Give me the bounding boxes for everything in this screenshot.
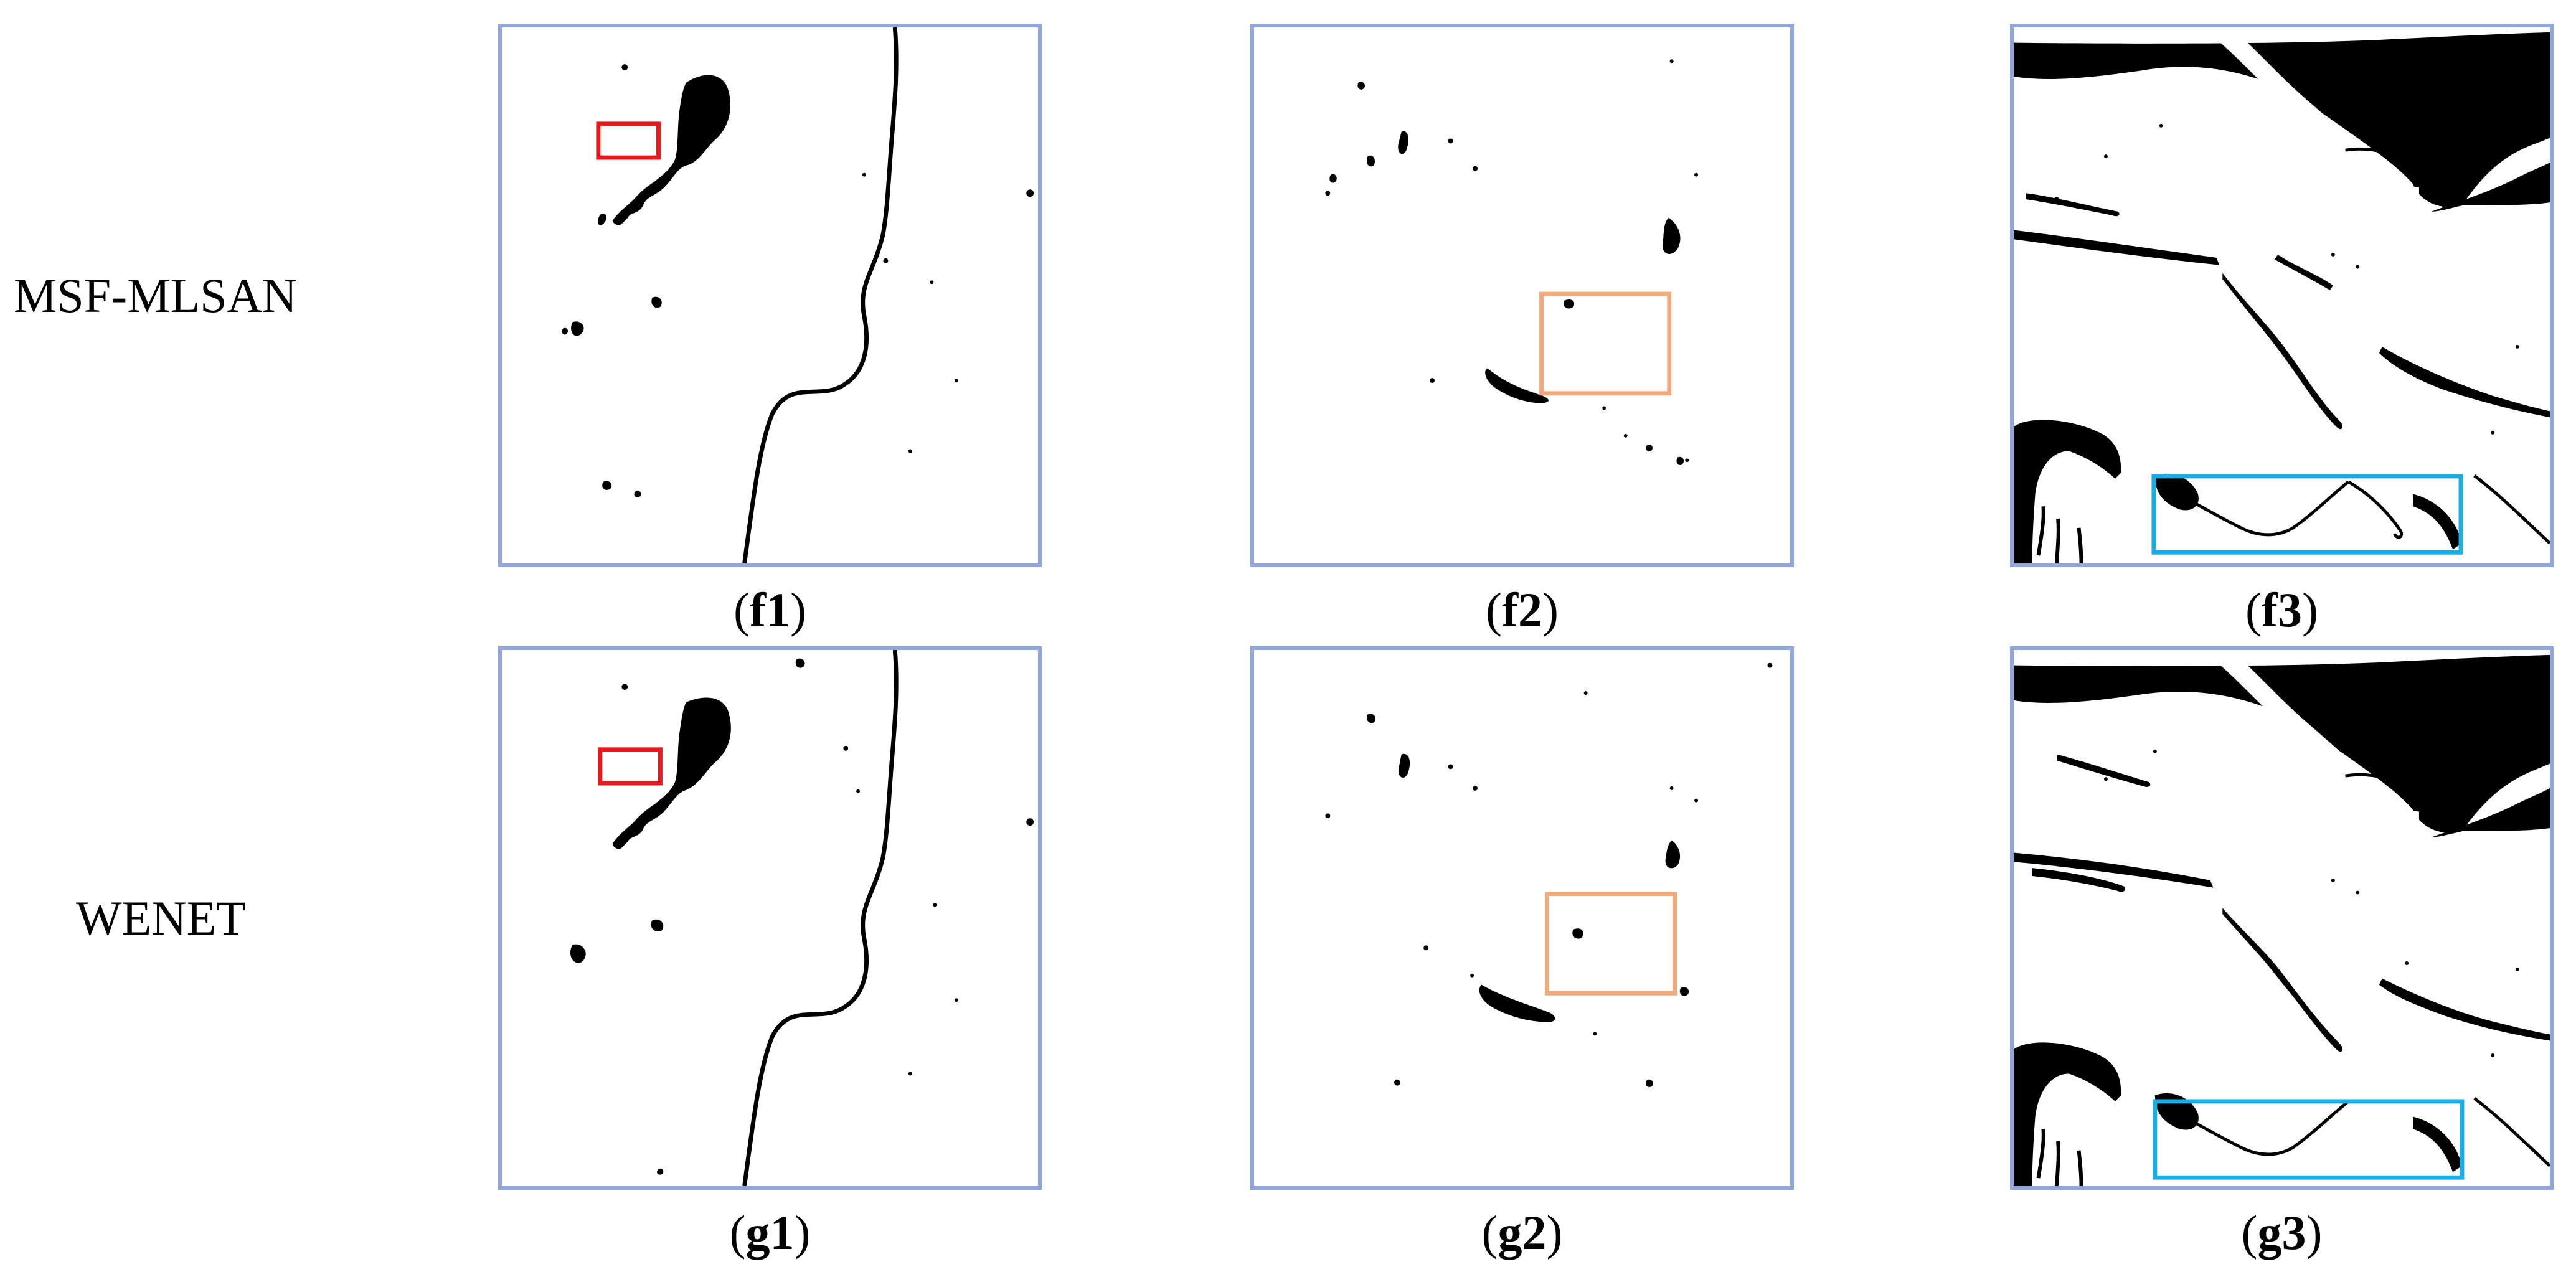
- panel-f3: [2010, 24, 2554, 567]
- segmentation-mask-f2: [1325, 59, 1699, 465]
- caption-g2: (g2): [1481, 1205, 1563, 1260]
- caption-g1: (g1): [729, 1205, 811, 1260]
- segmentation-mask-g1: [570, 650, 1034, 1186]
- highlight-box-blue: [2153, 1099, 2465, 1180]
- row-label-msf-mlsan: MSF-MLSAN: [14, 268, 298, 323]
- highlight-box-red: [598, 747, 663, 786]
- caption-f1: (f1): [734, 583, 806, 637]
- highlight-box-blue: [2151, 474, 2463, 555]
- segmentation-mask-f3: [2014, 27, 2550, 563]
- row-label-wenet: WENET: [76, 891, 246, 945]
- highlight-box-red: [596, 121, 661, 160]
- panel-g1: [498, 646, 1042, 1190]
- highlight-box-orange: [1544, 892, 1677, 996]
- highlight-box-orange: [1539, 291, 1672, 396]
- segmentation-mask-f1: [562, 27, 1034, 563]
- segmentation-mask-g2: [1325, 662, 1773, 1087]
- segmentation-mask-g3: [2014, 650, 2550, 1186]
- caption-f3: (f3): [2245, 583, 2318, 637]
- panel-g3: [2010, 646, 2554, 1190]
- caption-g3: (g3): [2241, 1205, 2323, 1260]
- panel-f2: [1250, 24, 1794, 567]
- panel-f1: [498, 24, 1042, 567]
- panel-g2: [1250, 646, 1794, 1190]
- caption-f2: (f2): [1486, 583, 1559, 637]
